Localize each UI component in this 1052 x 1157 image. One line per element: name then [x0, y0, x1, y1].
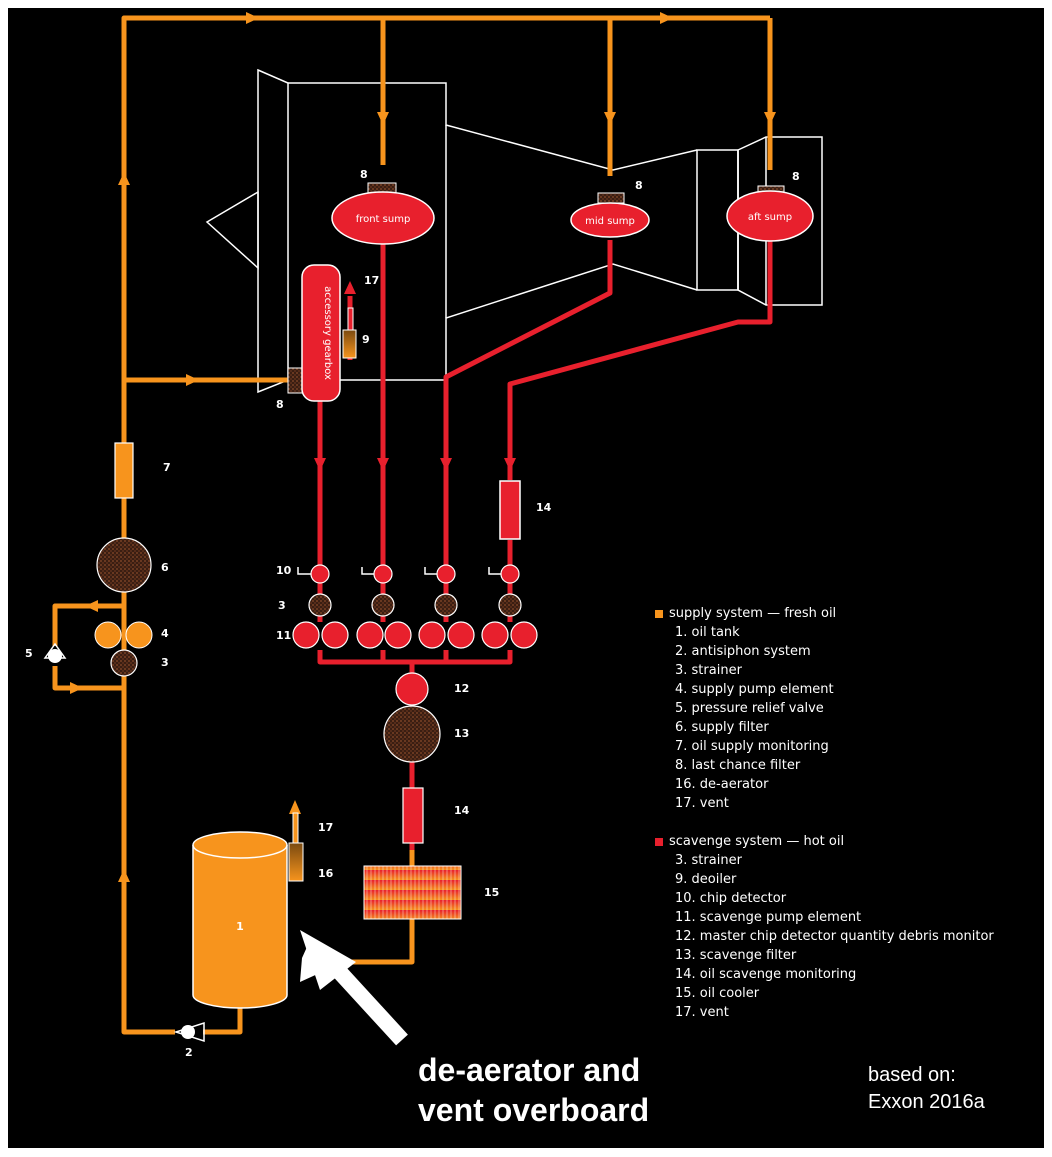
- source-line-1: based on:: [868, 1064, 956, 1086]
- aft-sump: aft sump: [726, 185, 814, 242]
- front-sump: front sump: [331, 182, 435, 245]
- legend-supply-heading: supply system — fresh oil: [655, 604, 994, 623]
- callout-arrow: [300, 930, 408, 1046]
- num-6: 6: [161, 561, 169, 574]
- oil-cooler: [363, 865, 462, 920]
- legend-item: 8. last chance filter: [675, 758, 801, 773]
- num-13: 13: [454, 727, 469, 740]
- scavenge-arrowheads: [314, 281, 516, 471]
- num-15: 15: [484, 886, 499, 899]
- tank-number: 1: [236, 920, 244, 933]
- aft-sump-label: aft sump: [748, 212, 792, 223]
- gearbox-label: accessory gearbox: [322, 286, 333, 380]
- pressure-relief-valve: [43, 642, 67, 663]
- diagram-background: [8, 8, 1044, 1148]
- legend-item: 10. chip detector: [675, 891, 787, 906]
- chip-detector-ticks: [297, 567, 501, 575]
- scavenge-monitor-14b: [402, 787, 424, 844]
- callout-line-1: de-aerator and: [418, 1052, 641, 1088]
- num-7: 7: [163, 461, 171, 474]
- legend-item: 9. deoiler: [675, 872, 737, 887]
- front-sump-label: front sump: [356, 214, 411, 225]
- oil-tank: 1: [192, 831, 288, 1009]
- legend-supply-title: supply system — fresh oil: [669, 606, 837, 621]
- source-citation: based on: Exxon 2016a: [868, 1062, 985, 1116]
- legend-item: 13. scavenge filter: [675, 948, 797, 963]
- num-5: 5: [25, 647, 33, 660]
- de-aerator: [288, 812, 304, 882]
- legend-item: 12. master chip detector quantity debris…: [675, 929, 994, 944]
- legend-item: 3. strainer: [675, 853, 742, 868]
- legend-item: 16. de-aerator: [675, 777, 769, 792]
- num-8-mid: 8: [635, 179, 643, 192]
- supply-strainer: [110, 649, 138, 677]
- num-3-supply: 3: [161, 656, 169, 669]
- legend-item: 11. scavenge pump element: [675, 910, 862, 925]
- num-10: 10: [276, 564, 292, 577]
- supply-arrowheads: [70, 12, 776, 968]
- num-8-front: 8: [360, 168, 368, 181]
- legend-item: 14. oil scavenge monitoring: [675, 967, 857, 982]
- legend-scavenge-heading: scavenge system — hot oil: [655, 832, 994, 851]
- num-14-top: 14: [536, 501, 552, 514]
- legend-scavenge-title: scavenge system — hot oil: [669, 834, 845, 849]
- supply-swatch: [655, 609, 663, 618]
- legend-item: 5. pressure relief valve: [675, 701, 824, 716]
- deoiler: [342, 307, 357, 359]
- num-8-gearbox: 8: [276, 398, 284, 411]
- scavenge-strainers: [308, 593, 522, 617]
- legend: supply system — fresh oil 1. oil tank 2.…: [655, 604, 994, 1022]
- mid-sump-label: mid sump: [585, 216, 635, 227]
- scavenge-monitor-14a: [499, 480, 521, 540]
- num-4: 4: [161, 627, 169, 640]
- legend-item: 6. supply filter: [675, 720, 769, 735]
- num-16: 16: [318, 867, 334, 880]
- scavenge-filter: [383, 705, 441, 763]
- chip-detectors: [310, 564, 520, 584]
- accessory-gearbox: accessory gearbox: [287, 264, 341, 402]
- source-line-2: Exxon 2016a: [868, 1091, 985, 1113]
- num-11: 11: [276, 629, 291, 642]
- component-numbers: 8 8 8 8 17 9 7 14 6 10 3 11 4 5 3 12 13 …: [25, 168, 800, 1059]
- mid-sump: mid sump: [570, 192, 650, 238]
- num-3-scavenge: 3: [278, 599, 286, 612]
- antisiphon-valve: [173, 1021, 205, 1043]
- scavenge-swatch: [655, 837, 663, 846]
- callout-line-2: vent overboard: [418, 1092, 650, 1128]
- legend-item: 17. vent: [675, 1005, 729, 1020]
- legend-item: 17. vent: [675, 796, 729, 811]
- num-12: 12: [454, 682, 469, 695]
- oil-supply-monitor: [114, 442, 134, 499]
- supply-filter: [96, 537, 152, 593]
- supply-pump-elements: [94, 621, 153, 649]
- legend-item: 7. oil supply monitoring: [675, 739, 829, 754]
- legend-item: 2. antisiphon system: [675, 644, 811, 659]
- num-8-aft: 8: [792, 170, 800, 183]
- legend-item: 1. oil tank: [675, 625, 740, 640]
- legend-item: 3. strainer: [675, 663, 742, 678]
- callout-text: de-aerator and vent overboard: [418, 1050, 649, 1130]
- num-14-bottom: 14: [454, 804, 470, 817]
- master-chip-detector: [395, 672, 429, 706]
- num-9: 9: [362, 333, 370, 346]
- num-2: 2: [185, 1046, 193, 1059]
- legend-item: 15. oil cooler: [675, 986, 760, 1001]
- num-17-bottom: 17: [318, 821, 333, 834]
- legend-item: 4. supply pump element: [675, 682, 834, 697]
- scavenge-pump-elements: [292, 621, 538, 649]
- num-17-top: 17: [364, 274, 379, 287]
